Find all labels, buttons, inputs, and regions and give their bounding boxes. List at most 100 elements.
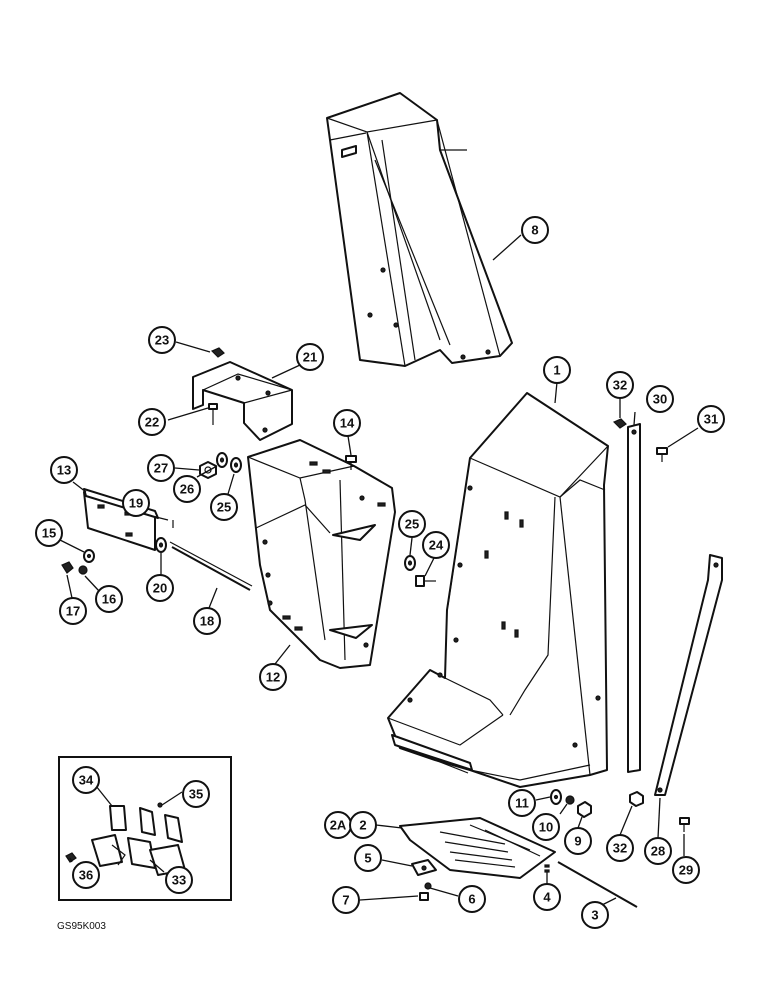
part-12-hopper	[247, 439, 396, 669]
svg-text:8: 8	[531, 223, 538, 238]
svg-text:2: 2	[359, 818, 366, 833]
svg-text:16: 16	[102, 592, 116, 607]
svg-text:14: 14	[340, 416, 355, 431]
part-8-upper-chute	[326, 92, 513, 367]
svg-text:25: 25	[217, 500, 231, 515]
svg-text:32: 32	[613, 378, 627, 393]
svg-text:4: 4	[543, 890, 551, 905]
callout-13: 13	[50, 456, 78, 484]
part-3-rod	[557, 861, 638, 908]
part-31-bolt	[656, 447, 668, 462]
callout-34: 34	[72, 766, 100, 794]
svg-text:23: 23	[155, 333, 169, 348]
callout-27: 27	[147, 454, 175, 482]
svg-text:19: 19	[129, 496, 143, 511]
part-25-washer-left	[230, 457, 242, 473]
callout-7: 7	[332, 886, 360, 914]
callout-8: 8	[521, 216, 549, 244]
callout-2: 2	[349, 811, 377, 839]
svg-text:27: 27	[154, 461, 168, 476]
svg-text:9: 9	[574, 834, 581, 849]
callout-22: 22	[138, 408, 166, 436]
callout-3: 3	[581, 901, 609, 929]
svg-text:26: 26	[180, 482, 194, 497]
part-28-strap	[654, 554, 723, 796]
part-16-lockwasher	[78, 565, 88, 575]
svg-text:36: 36	[79, 868, 93, 883]
part-18-rod	[171, 546, 251, 591]
svg-text:6: 6	[468, 892, 475, 907]
callout-5: 5	[354, 844, 382, 872]
callout-9: 9	[564, 827, 592, 855]
part-17-nut	[61, 561, 74, 574]
callout-6: 6	[458, 885, 486, 913]
part-29-bolt	[679, 817, 690, 832]
svg-text:20: 20	[153, 581, 167, 596]
callout-14: 14	[333, 409, 361, 437]
svg-text:34: 34	[79, 773, 94, 788]
callout-32-lower: 32	[606, 834, 634, 862]
svg-text:30: 30	[653, 392, 667, 407]
callout-1: 1	[543, 356, 571, 384]
part-1-main-chute	[387, 392, 609, 788]
callout-30: 30	[646, 385, 674, 413]
svg-text:10: 10	[539, 820, 553, 835]
part-2-grille-plate	[399, 817, 556, 879]
svg-text:24: 24	[429, 538, 444, 553]
callout-15: 15	[35, 519, 63, 547]
svg-text:33: 33	[172, 873, 186, 888]
callout-16: 16	[95, 585, 123, 613]
part-4-clip	[544, 864, 550, 873]
callout-18: 18	[193, 607, 221, 635]
part-30-strap	[627, 423, 641, 773]
svg-text:35: 35	[189, 787, 203, 802]
callout-35: 35	[182, 780, 210, 808]
callout-31: 31	[697, 405, 725, 433]
part-10-lockwasher	[565, 795, 575, 805]
svg-text:12: 12	[266, 670, 280, 685]
svg-text:32: 32	[613, 841, 627, 856]
part-32-nut-lower	[629, 791, 644, 807]
callout-11: 11	[508, 789, 536, 817]
svg-text:2A: 2A	[330, 818, 347, 833]
callout-25-left: 25	[210, 493, 238, 521]
callout-32-upper: 32	[606, 371, 634, 399]
svg-text:17: 17	[66, 604, 80, 619]
part-7-pin	[419, 892, 429, 901]
part-24-bolt	[415, 575, 436, 587]
callout-28: 28	[644, 837, 672, 865]
part-22-bolt	[208, 403, 218, 425]
callout-17: 17	[59, 597, 87, 625]
svg-text:21: 21	[303, 350, 317, 365]
callout-25-right: 25	[398, 510, 426, 538]
svg-text:7: 7	[342, 893, 349, 908]
part-25-washer-right	[404, 555, 416, 571]
svg-text:29: 29	[679, 863, 693, 878]
part-15-washer	[83, 549, 95, 563]
callout-19: 19	[122, 489, 150, 517]
part-14-bolt	[345, 455, 357, 470]
svg-text:22: 22	[145, 415, 159, 430]
part-20-washer	[155, 537, 167, 553]
svg-text:11: 11	[515, 796, 529, 811]
svg-text:31: 31	[704, 412, 718, 427]
svg-text:1: 1	[553, 363, 560, 378]
part-32-nut-upper	[612, 418, 627, 429]
part-11-washer	[550, 789, 562, 805]
svg-text:18: 18	[200, 614, 214, 629]
leader-lines	[59, 234, 699, 907]
part-21-bracket	[192, 361, 293, 441]
callout-2a: 2A	[324, 811, 352, 839]
part-9-nut	[577, 801, 592, 818]
callout-21: 21	[296, 343, 324, 371]
svg-text:3: 3	[591, 908, 598, 923]
part-26-lockwasher	[216, 452, 228, 468]
callout-26: 26	[173, 475, 201, 503]
svg-text:15: 15	[42, 526, 56, 541]
callout-23: 23	[148, 326, 176, 354]
part-5-latch	[411, 859, 437, 876]
callout-12: 12	[259, 663, 287, 691]
svg-text:28: 28	[651, 844, 665, 859]
